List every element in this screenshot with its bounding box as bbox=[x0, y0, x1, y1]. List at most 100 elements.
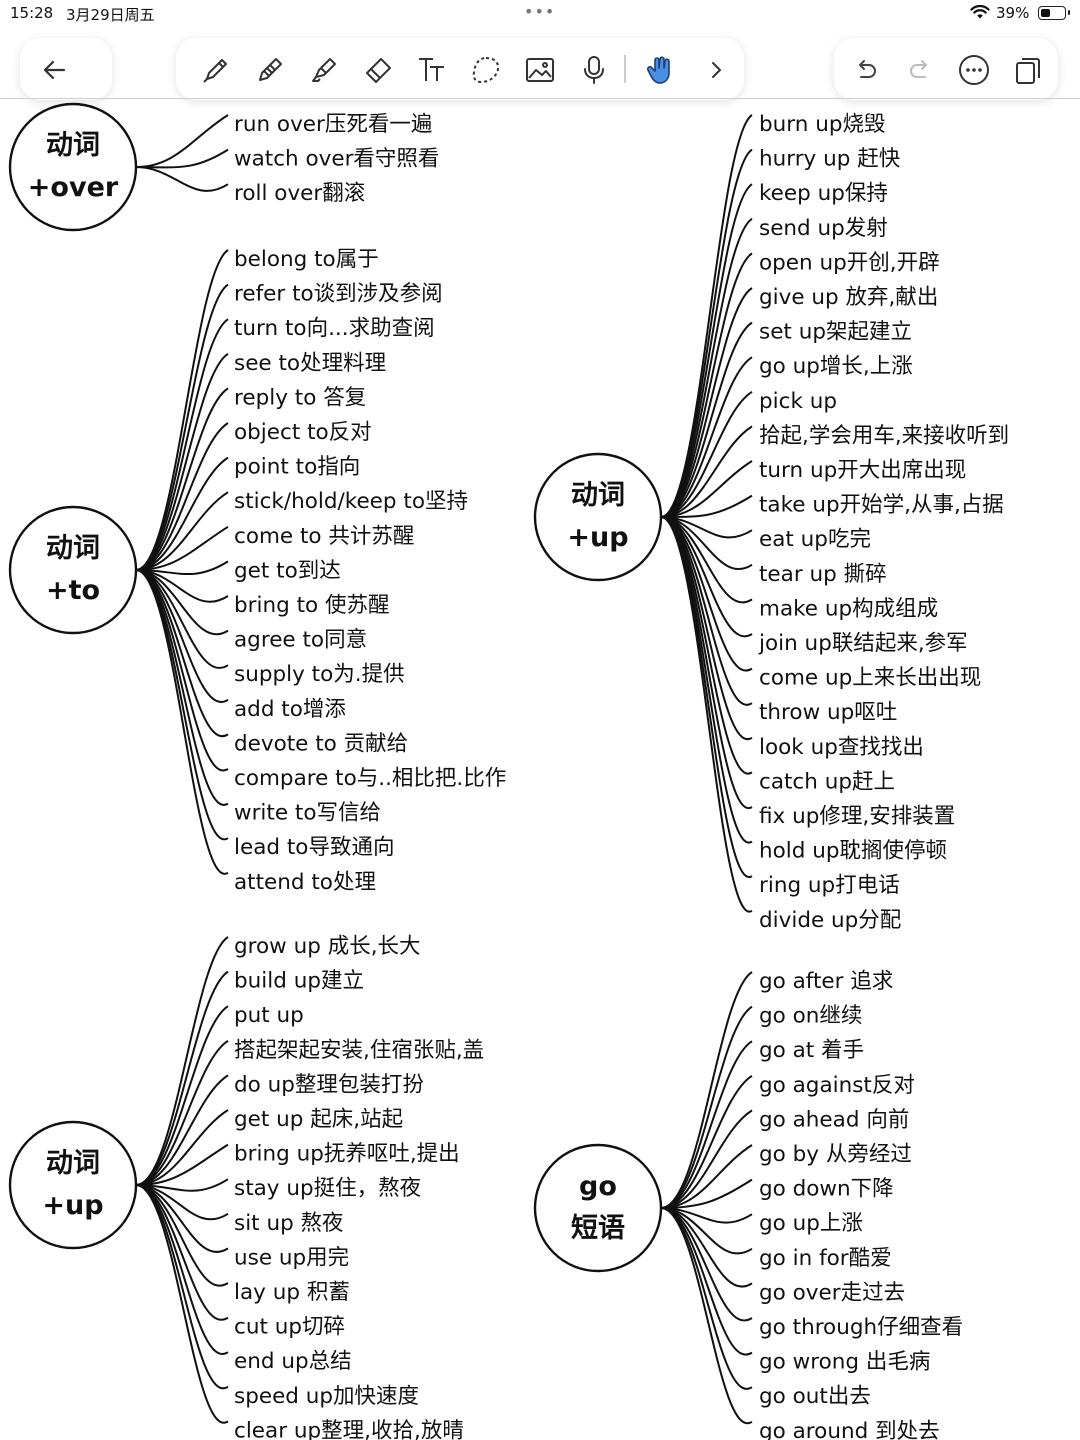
lasso-icon[interactable] bbox=[466, 50, 506, 90]
mindmap-branch-line bbox=[660, 1109, 753, 1209]
mindmap-item: roll over翻滚 bbox=[234, 181, 365, 206]
mindmap-branch-line bbox=[660, 425, 753, 518]
mindmap-node-circle bbox=[533, 452, 663, 582]
mindmap-branch-line bbox=[135, 1178, 229, 1192]
multitask-dots-icon[interactable]: ••• bbox=[524, 2, 556, 21]
wifi-icon bbox=[970, 4, 990, 24]
mindmap-item: hold up耽搁使停顿 bbox=[759, 839, 947, 864]
mindmap-item: make up构成组成 bbox=[759, 596, 938, 621]
mindmap-branch-line bbox=[135, 569, 229, 772]
mindmap-branch-line bbox=[135, 456, 229, 571]
mindmap-node-label: 动词 bbox=[46, 533, 100, 564]
mindmap-item: 搭起架起安装,住宿张贴,盖 bbox=[234, 1038, 484, 1063]
mindmap-item: look up查找找出 bbox=[759, 735, 924, 760]
mindmap-branch-line bbox=[135, 569, 229, 738]
mindmap-item: stay up挺住，熬夜 bbox=[234, 1176, 421, 1201]
mindmap-item: see to处理料理 bbox=[234, 351, 386, 376]
mindmap-branch-line bbox=[135, 936, 229, 1186]
mindmap-item: write to写信给 bbox=[234, 801, 381, 826]
mindmap-node-circle bbox=[8, 1120, 138, 1250]
mindmap-item: agree to同意 bbox=[234, 628, 367, 653]
mindmap-item: join up联结起来,参军 bbox=[758, 631, 968, 656]
mindmap-branch-line bbox=[660, 1207, 753, 1356]
mindmap-branch-line bbox=[660, 1074, 753, 1209]
mindmap-branch-line bbox=[660, 356, 753, 518]
mindmap-item: lay up 积蓄 bbox=[234, 1280, 350, 1305]
more-icon[interactable] bbox=[954, 50, 994, 90]
pen-icon[interactable] bbox=[196, 50, 236, 90]
mindmap-item: go after 追求 bbox=[759, 969, 893, 994]
hand-pointer-icon[interactable] bbox=[640, 50, 680, 90]
status-time: 15:28 bbox=[10, 4, 54, 22]
mindmap-item: burn up烧毁 bbox=[759, 112, 885, 137]
mindmap-item: eat up吃完 bbox=[759, 527, 871, 552]
microphone-icon[interactable] bbox=[574, 50, 614, 90]
mindmap-item: go wrong 出毛病 bbox=[759, 1350, 930, 1375]
mindmap-item: go over走过去 bbox=[759, 1280, 905, 1305]
mindmap-item: go up上涨 bbox=[759, 1211, 863, 1236]
mindmap-branch-line bbox=[660, 516, 753, 775]
mindmap-item: run over压死看一遍 bbox=[234, 112, 432, 137]
mindmap-item: go by 从旁经过 bbox=[759, 1142, 912, 1167]
mindmap-item: cut up切碎 bbox=[234, 1315, 345, 1340]
mindmap-item: build up建立 bbox=[234, 969, 364, 994]
mindmap-item: put up bbox=[234, 1003, 304, 1028]
mindmap-branch-line bbox=[660, 1144, 753, 1209]
chevron-right-icon[interactable] bbox=[696, 50, 736, 90]
mindmap-item: fix up修理,安排装置 bbox=[759, 804, 955, 829]
mindmap-item: set up架起建立 bbox=[759, 320, 912, 345]
mindmap-branch-line bbox=[135, 569, 229, 703]
mindmap-item: 拾起,学会用车,来接收听到 bbox=[759, 423, 1009, 448]
mindmap-item: go at 着手 bbox=[759, 1038, 864, 1063]
image-icon[interactable] bbox=[520, 50, 560, 90]
mindmap-item: get to到达 bbox=[234, 558, 341, 583]
mindmap-branch-line bbox=[660, 516, 753, 844]
mindmap-branch-line bbox=[135, 491, 229, 571]
mindmap-node-circle bbox=[533, 1143, 663, 1273]
highlighter-icon[interactable] bbox=[304, 50, 344, 90]
mindmap-node-label: 动词 bbox=[46, 130, 100, 161]
mindmap-item: compare to与..相比把.比作 bbox=[234, 766, 506, 791]
mindmap-item: go up增长,上涨 bbox=[759, 354, 913, 379]
text-tool-icon[interactable] bbox=[412, 50, 452, 90]
mindmap-item: devote to 贡献给 bbox=[234, 731, 408, 756]
mindmap-item: come up上来长出出现 bbox=[759, 666, 981, 691]
mindmap-node-label: +to bbox=[46, 575, 100, 606]
pages-icon[interactable] bbox=[1008, 50, 1048, 90]
undo-icon[interactable] bbox=[846, 50, 886, 90]
mindmap-item: use up用完 bbox=[234, 1245, 349, 1270]
mindmap-item: turn up开大出席出现 bbox=[759, 458, 966, 483]
mindmap-item: sit up 熬夜 bbox=[234, 1211, 344, 1236]
mindmap-item: give up 放弃,献出 bbox=[759, 285, 938, 310]
mindmap-item: send up发射 bbox=[759, 216, 888, 241]
mindmap-item: lead to导致通向 bbox=[234, 835, 394, 860]
mindmap-item: stick/hold/keep to坚持 bbox=[234, 489, 468, 514]
mindmap-item: take up开始学,从事,占据 bbox=[759, 493, 1004, 518]
mindmap-branch-line bbox=[135, 1184, 229, 1355]
mindmap-node-circle bbox=[8, 102, 138, 232]
mindmap-branch-line bbox=[135, 1143, 229, 1186]
drawing-tools-toolbar bbox=[176, 38, 744, 100]
mindmap-branch-line bbox=[135, 1039, 229, 1186]
eraser-icon[interactable] bbox=[358, 50, 398, 90]
mindmap-node-label: +over bbox=[28, 172, 119, 203]
mindmap-item: open up开创,开辟 bbox=[759, 250, 940, 275]
mindmap-branch-line bbox=[135, 318, 229, 571]
mindmap-branch-line bbox=[660, 460, 753, 518]
mindmap-item: add to增添 bbox=[234, 697, 346, 722]
mindmap-node-label: 动词 bbox=[46, 1148, 100, 1179]
arrow-left-icon[interactable] bbox=[34, 50, 74, 90]
mindmap-item: go out出去 bbox=[759, 1384, 871, 1409]
mindmap-node-circle bbox=[8, 505, 138, 635]
mindmap-branch-line bbox=[135, 525, 229, 571]
pencil-icon[interactable] bbox=[250, 50, 290, 90]
mindmap-item: go around 到处去 bbox=[759, 1419, 940, 1440]
mindmap-branch-line bbox=[135, 1184, 229, 1424]
mindmap-item: point to指向 bbox=[234, 455, 360, 480]
mindmap-item: clear up整理,收拾,放晴 bbox=[234, 1418, 464, 1440]
mindmap-item: keep up保持 bbox=[759, 181, 888, 206]
redo-icon[interactable] bbox=[900, 50, 940, 90]
mindmap-item: ring up打电话 bbox=[759, 873, 900, 898]
mindmap-item: go against反对 bbox=[759, 1073, 915, 1098]
